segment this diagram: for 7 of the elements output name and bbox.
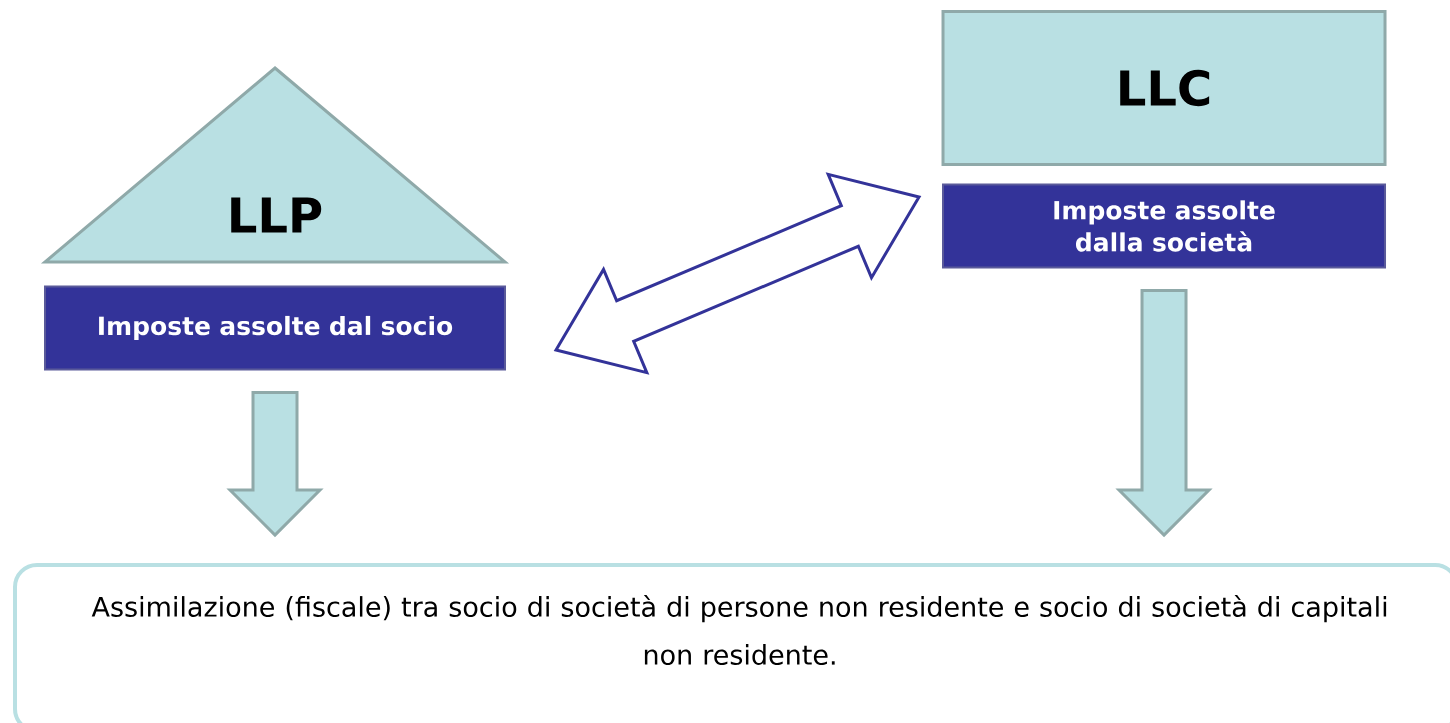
- block-arrow: [1115, 289, 1213, 538]
- label-box: Imposte assolte dalla società: [942, 183, 1386, 269]
- block-arrow: [226, 391, 324, 538]
- node-label: LLP: [231, 197, 322, 233]
- text-box: Assimilazione (fiscale) tra socio di società di persone non residente e socio di società di capitali non residente.: [13, 563, 1450, 723]
- title-box: LLC: [941, 10, 1387, 166]
- label-box: Imposte assolte dal socio: [44, 285, 506, 371]
